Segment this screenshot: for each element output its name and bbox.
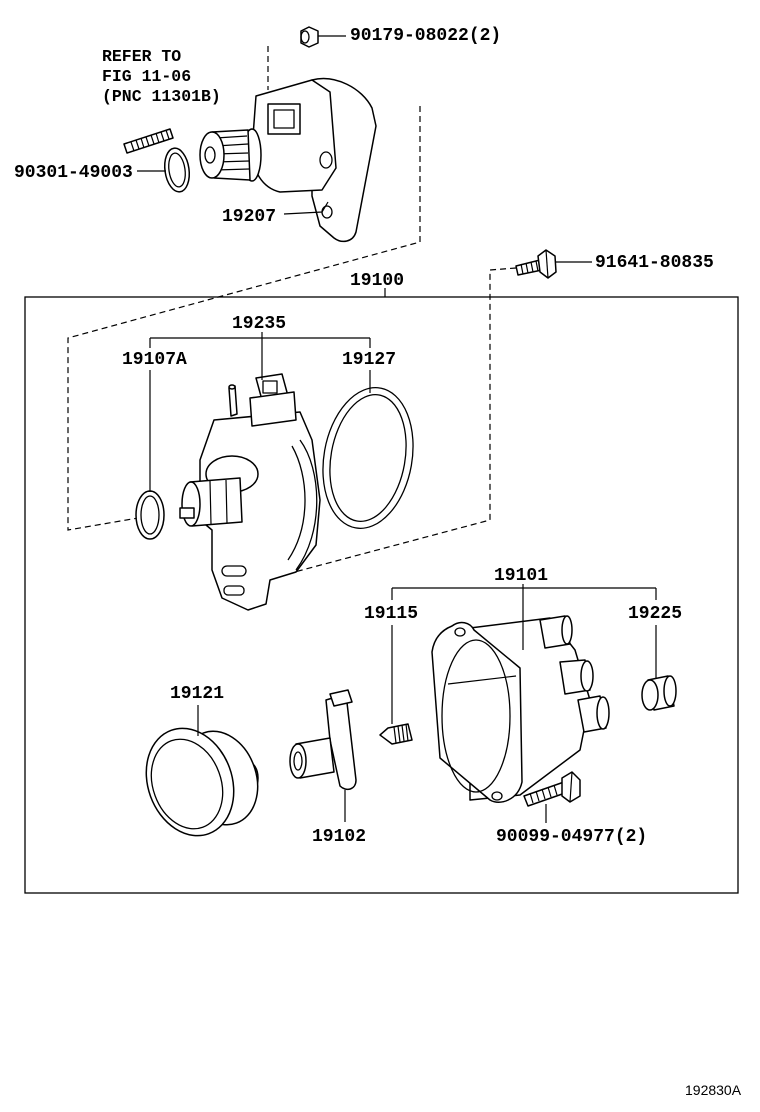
leader-connector — [149, 332, 371, 380]
callout-spring: 19115 — [364, 604, 418, 624]
callout-large-ring: 19127 — [342, 350, 396, 370]
top-nut — [300, 26, 319, 48]
leader-cap-group — [391, 584, 657, 650]
callout-top-housing: 19207 — [222, 207, 276, 227]
ring-outer — [322, 387, 414, 529]
figure-code: 192830A — [685, 1082, 742, 1098]
callout-small-o-ring: 19107A — [122, 350, 187, 370]
body-hole — [319, 151, 333, 169]
cover — [145, 727, 259, 837]
housing-rim — [295, 439, 318, 571]
cap-bolt-head-edge — [569, 771, 573, 803]
stud-bolt — [123, 128, 174, 154]
rotor-tab — [329, 689, 353, 707]
rotor-hub-end — [289, 743, 307, 779]
tower-3-end — [596, 696, 610, 730]
housing-pin — [228, 385, 238, 417]
small-o-ring — [135, 490, 165, 540]
o-ring-outer — [163, 147, 191, 193]
callout-labels: 90179-08022(2) REFER TO FIG 11-06 (PNC 1… — [14, 26, 742, 1098]
callout-cap-group: 19101 — [494, 566, 548, 586]
callout-assembly: 19100 — [350, 271, 404, 291]
callout-cap-bolt: 90099-04977(2) — [496, 827, 647, 847]
leader-lines — [137, 35, 657, 823]
rotor-bore — [293, 751, 303, 771]
shaft-grooves — [209, 479, 228, 525]
reference-note-line-2: FIG 11-06 — [102, 67, 191, 86]
insert-back — [663, 675, 677, 707]
cover-front-inner — [150, 738, 224, 830]
cap-bolt-threads — [529, 784, 558, 804]
o-ring-inner — [168, 152, 186, 188]
callout-cover: 19121 — [170, 684, 224, 704]
tower-1-end — [561, 615, 573, 645]
small-ring-inner — [140, 495, 160, 535]
pin-top — [228, 384, 236, 390]
gear-teeth — [215, 135, 250, 171]
shaft-end — [181, 481, 201, 527]
top-o-ring — [163, 147, 191, 193]
gear-bore — [204, 146, 216, 164]
main-housing — [179, 373, 321, 611]
housing-rim-inner — [287, 445, 306, 561]
cover-front-outer — [145, 727, 235, 837]
cap-flange — [431, 621, 523, 803]
bolt-head-edge — [545, 249, 549, 279]
cap-bolt — [523, 771, 581, 807]
cap-opening — [441, 639, 511, 793]
nut-face — [300, 30, 310, 44]
insert-front — [641, 679, 659, 711]
cap-inner-rim — [447, 675, 517, 685]
ring-inner — [329, 393, 407, 523]
stud-shank — [123, 128, 174, 154]
stud-threads — [130, 129, 170, 152]
distributor-cap — [431, 615, 610, 803]
plate-slot-upper — [221, 565, 247, 577]
connector-inner — [273, 109, 295, 129]
leader-top-housing — [283, 201, 329, 215]
tower-2-end — [580, 660, 594, 692]
callout-top-o-ring: 90301-49003 — [14, 163, 133, 183]
callout-rotor: 19102 — [312, 827, 366, 847]
housing-connector — [267, 103, 301, 135]
callout-top-bolt: 91641-80835 — [595, 253, 714, 273]
callout-connector: 19235 — [232, 314, 286, 334]
assembly-frame — [24, 296, 739, 894]
shaft-tip — [179, 507, 195, 519]
top-housing — [199, 77, 377, 243]
spring — [379, 723, 413, 745]
reference-note-line-1: REFER TO — [102, 47, 181, 66]
rotor-blade — [325, 693, 357, 791]
small-ring-outer — [135, 490, 165, 540]
connector-window — [262, 380, 278, 394]
bolt-threads — [520, 260, 539, 275]
gear-end — [199, 131, 225, 179]
dashed-guide-lines — [67, 46, 517, 579]
top-bolt — [515, 249, 557, 279]
callout-top-nut: 90179-08022(2) — [350, 26, 501, 46]
callout-cap-insert: 19225 — [628, 604, 682, 624]
cap-insert — [641, 675, 677, 711]
rotor — [289, 689, 357, 791]
large-ring — [322, 387, 414, 529]
spring-coils — [393, 723, 409, 744]
plate-slot-lower — [223, 585, 245, 596]
housing-body — [251, 79, 337, 193]
connector-base — [249, 391, 297, 427]
dashed-line-left — [67, 106, 421, 531]
dashed-line-right — [271, 267, 517, 579]
flange-ear-bottom — [491, 791, 503, 801]
reference-note-line-3: (PNC 11301B) — [102, 87, 221, 106]
flange-ear-top — [454, 627, 466, 637]
